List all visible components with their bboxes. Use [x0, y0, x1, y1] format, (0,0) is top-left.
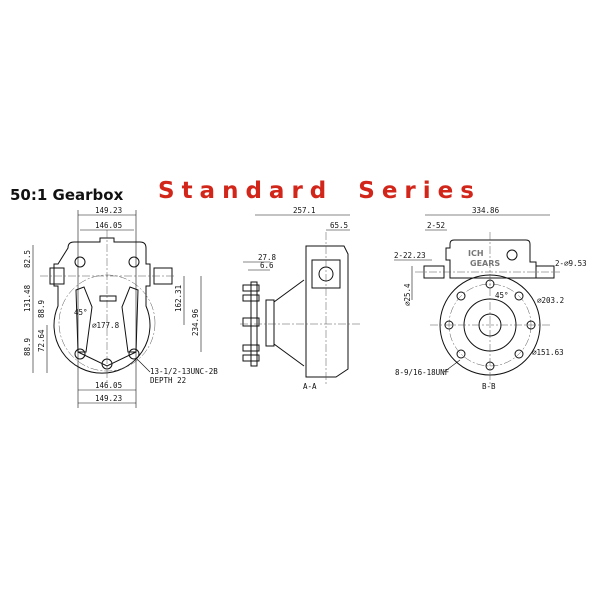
dim-6-6: 6.6 [260, 261, 274, 270]
dim-shaft-dia: ⌀25.4 [403, 283, 412, 306]
rear-view-b-b: ICH GEARS 334.86 2-52 2-22.23 ⌀25.4 2-⌀9… [394, 206, 587, 391]
brand-ich: ICH [468, 249, 484, 258]
dim-72-64: 72.64 [37, 329, 46, 352]
dim-top-inner: 146.05 [95, 221, 122, 230]
dim-2-22-23: 2-22.23 [394, 251, 426, 260]
dim-overall-width: 334.86 [472, 206, 500, 215]
dim-88-9-b: 88.9 [23, 338, 32, 356]
dim-overall-length: 257.1 [293, 206, 316, 215]
dim-rear-angle: 45° [495, 291, 509, 300]
dim-82-5: 82.5 [23, 250, 32, 268]
dim-bottom-outer: 149.23 [95, 394, 122, 403]
dim-162-31: 162.31 [174, 285, 183, 312]
callout-unf: 8-9/16-18UNF [395, 368, 450, 377]
dim-diameter: ⌀177.8 [92, 321, 120, 330]
front-view: 149.23 146.05 146.05 149.23 82.5 131.48 … [23, 206, 218, 408]
side-view-a-a: 257.1 65.5 27.8 6.6 A-A [240, 206, 360, 391]
page-title: 50:1 Gearbox [10, 186, 124, 204]
section-label-b-b: B-B [482, 382, 496, 391]
dim-2-52: 2-52 [427, 221, 445, 230]
dim-88-9-a: 88.9 [37, 300, 46, 318]
callout-depth: DEPTH 22 [150, 376, 186, 385]
dim-131-48: 131.48 [23, 284, 32, 312]
callout-thread: 13-1/2-13UNC-2B [150, 367, 218, 376]
series-title: Standard Series [158, 178, 481, 204]
dim-27-8: 27.8 [258, 253, 277, 262]
dim-key: 2-⌀9.53 [555, 259, 587, 268]
dim-bolt-circle: ⌀203.2 [537, 296, 564, 305]
dim-65-5: 65.5 [330, 221, 348, 230]
dim-top-outer: 149.23 [95, 206, 122, 215]
section-label-a-a: A-A [303, 382, 317, 391]
dim-angle: 45° [74, 308, 88, 317]
dim-234-96: 234.96 [191, 308, 200, 336]
dim-bottom-inner: 146.05 [95, 381, 122, 390]
brand-gears: GEARS [470, 259, 500, 268]
dim-pilot: ⌀151.63 [532, 348, 564, 357]
